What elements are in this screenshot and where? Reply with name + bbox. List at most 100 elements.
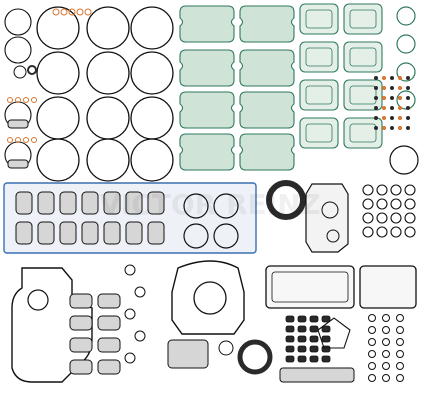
manifold-gasket xyxy=(69,293,93,309)
seal-ring xyxy=(124,264,136,276)
rubber-grommet xyxy=(285,345,295,353)
orange-o-ring xyxy=(7,137,13,143)
rocker-cover-gasket-inner xyxy=(305,85,333,105)
rocker-cover-gasket xyxy=(343,3,383,35)
rubber-grommet xyxy=(297,355,307,363)
small-seal-ring xyxy=(13,65,27,79)
small-o-ring xyxy=(390,76,394,80)
small-o-ring xyxy=(396,338,404,346)
small-o-ring xyxy=(406,106,410,110)
small-o-ring xyxy=(374,116,378,120)
liner-seal-ring xyxy=(86,51,130,95)
exhaust-port-gasket xyxy=(147,221,165,245)
rubber-grommet xyxy=(297,335,307,343)
small-o-ring xyxy=(396,326,404,334)
liner-seal-ring xyxy=(130,96,174,140)
seal-ring xyxy=(124,308,136,320)
intake-port-gasket xyxy=(15,191,33,215)
rubber-grommet xyxy=(285,335,295,343)
liner-seal-ring xyxy=(130,51,174,95)
rocker-cover-gasket-inner xyxy=(349,47,377,67)
valve-cover-gasket xyxy=(179,49,235,87)
small-o-ring xyxy=(398,116,402,120)
head-bore-ring xyxy=(183,223,209,249)
exhaust-port-gasket xyxy=(15,221,33,245)
seal-ring xyxy=(390,184,402,196)
intake-port-gasket xyxy=(37,191,55,215)
seal-ring xyxy=(376,184,388,196)
valve-cover-gasket xyxy=(239,49,295,87)
rubber-grommet xyxy=(321,355,331,363)
small-o-ring xyxy=(382,362,390,370)
small-o-ring xyxy=(368,350,376,358)
valve-cover-gasket xyxy=(179,133,235,171)
small-o-ring xyxy=(374,76,378,80)
small-o-ring xyxy=(368,326,376,334)
rocker-cover-gasket xyxy=(343,41,383,73)
valve-cover-gasket xyxy=(239,5,295,43)
manifold-gasket xyxy=(69,337,93,353)
exhaust-port-gasket xyxy=(81,221,99,245)
small-o-ring xyxy=(396,374,404,382)
small-o-ring xyxy=(406,96,410,100)
seal-ring xyxy=(362,226,374,238)
exhaust-port-gasket xyxy=(59,221,77,245)
small-o-ring xyxy=(390,116,394,120)
rocker-cover-gasket xyxy=(343,79,383,111)
liner-seal-ring xyxy=(36,51,80,95)
small-o-ring xyxy=(398,126,402,130)
oil-pan-gasket-inner xyxy=(271,271,349,303)
crankshaft-seal xyxy=(266,180,306,220)
small-o-ring xyxy=(382,116,386,120)
large-seal-ring xyxy=(389,145,419,175)
rocker-cover-gasket xyxy=(299,41,339,73)
orange-o-ring xyxy=(15,137,21,143)
rocker-cover-gasket xyxy=(299,117,339,149)
rocker-cover-gasket-inner xyxy=(349,9,377,29)
rubber-grommet xyxy=(309,355,319,363)
small-o-ring xyxy=(398,86,402,90)
rubber-grommet xyxy=(309,325,319,333)
seal-ring xyxy=(396,34,416,54)
liner-seal-ring xyxy=(130,6,174,50)
oil-pan-end-gasket xyxy=(359,265,417,309)
rocker-cover-gasket-inner xyxy=(305,47,333,67)
small-o-ring xyxy=(368,314,376,322)
water-pump-gasket xyxy=(317,317,351,349)
small-o-ring xyxy=(374,86,378,90)
small-o-ring xyxy=(374,126,378,130)
cover-strip-gasket xyxy=(279,367,355,383)
rubber-grommet xyxy=(285,355,295,363)
orange-o-ring xyxy=(76,8,84,16)
liner-seal-ring xyxy=(86,96,130,140)
timing-cover-gasket xyxy=(305,183,349,253)
seal-ring xyxy=(362,212,374,224)
small-o-ring xyxy=(390,106,394,110)
small-o-ring xyxy=(382,96,386,100)
seal-ring xyxy=(376,226,388,238)
oil-cooler-gasket xyxy=(167,339,209,369)
small-o-ring xyxy=(382,126,386,130)
oil-pan-gasket xyxy=(265,265,355,309)
manifold-gasket xyxy=(97,315,121,331)
orange-o-ring xyxy=(52,8,60,16)
seal-ring xyxy=(396,62,416,82)
rubber-grommet xyxy=(285,315,295,323)
small-o-ring xyxy=(368,374,376,382)
seal-ring xyxy=(390,226,402,238)
intake-port-gasket xyxy=(103,191,121,215)
intake-port-gasket xyxy=(147,191,165,215)
small-o-ring xyxy=(406,76,410,80)
seal-ring xyxy=(134,330,146,342)
small-o-ring xyxy=(382,86,386,90)
manifold-gasket xyxy=(69,359,93,375)
intake-port-gasket xyxy=(59,191,77,215)
rocker-cover-gasket-inner xyxy=(305,123,333,143)
exhaust-port-gasket xyxy=(37,221,55,245)
small-o-ring xyxy=(396,350,404,358)
head-bore-ring xyxy=(213,193,239,219)
seal-ring xyxy=(376,198,388,210)
orange-o-ring xyxy=(23,137,29,143)
seal-ring xyxy=(396,6,416,26)
